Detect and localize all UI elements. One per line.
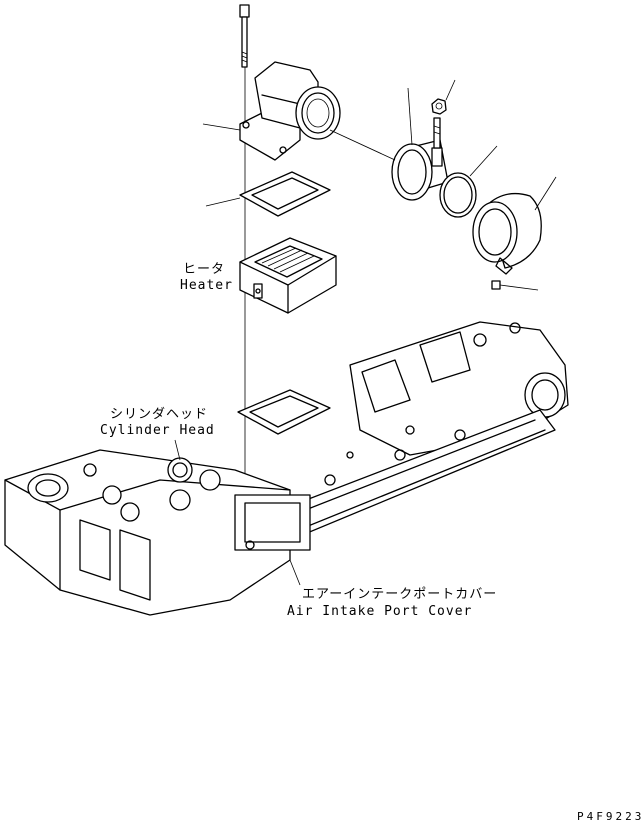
upper-gasket [239, 171, 331, 217]
leader-elbow [534, 176, 557, 211]
bolt [239, 4, 250, 68]
air-intake-label-en: Air Intake Port Cover [287, 604, 473, 619]
elbow [472, 192, 542, 275]
clamp [391, 117, 449, 201]
leader-nut [445, 79, 456, 101]
lower-gasket [237, 389, 331, 435]
nut [431, 98, 447, 115]
cylinder-head-label-jp: シリンダヘッド [110, 407, 209, 422]
heater [239, 237, 337, 314]
leader-cylinder-head [174, 439, 181, 461]
leader-upper-gasket [205, 197, 241, 207]
heater-label-en: Heater [180, 278, 233, 293]
cylinder-head-front [4, 449, 311, 616]
intake-connector [239, 61, 341, 161]
leader-plug [499, 284, 539, 291]
leader-o-ring [469, 145, 498, 177]
leader-clamp [407, 87, 413, 146]
leader-clamp-axis [329, 129, 396, 161]
cylinder-head-label-en: Cylinder Head [100, 423, 215, 438]
leader-connector [202, 123, 241, 131]
heater-label-jp: ヒータ [183, 262, 226, 277]
plug [491, 280, 501, 290]
leader-air-intake [289, 559, 301, 586]
o-ring [439, 172, 477, 218]
air-intake-label-jp: エアーインテークポートカバー [302, 587, 498, 602]
drawing-code: P4F9223 [577, 810, 643, 823]
